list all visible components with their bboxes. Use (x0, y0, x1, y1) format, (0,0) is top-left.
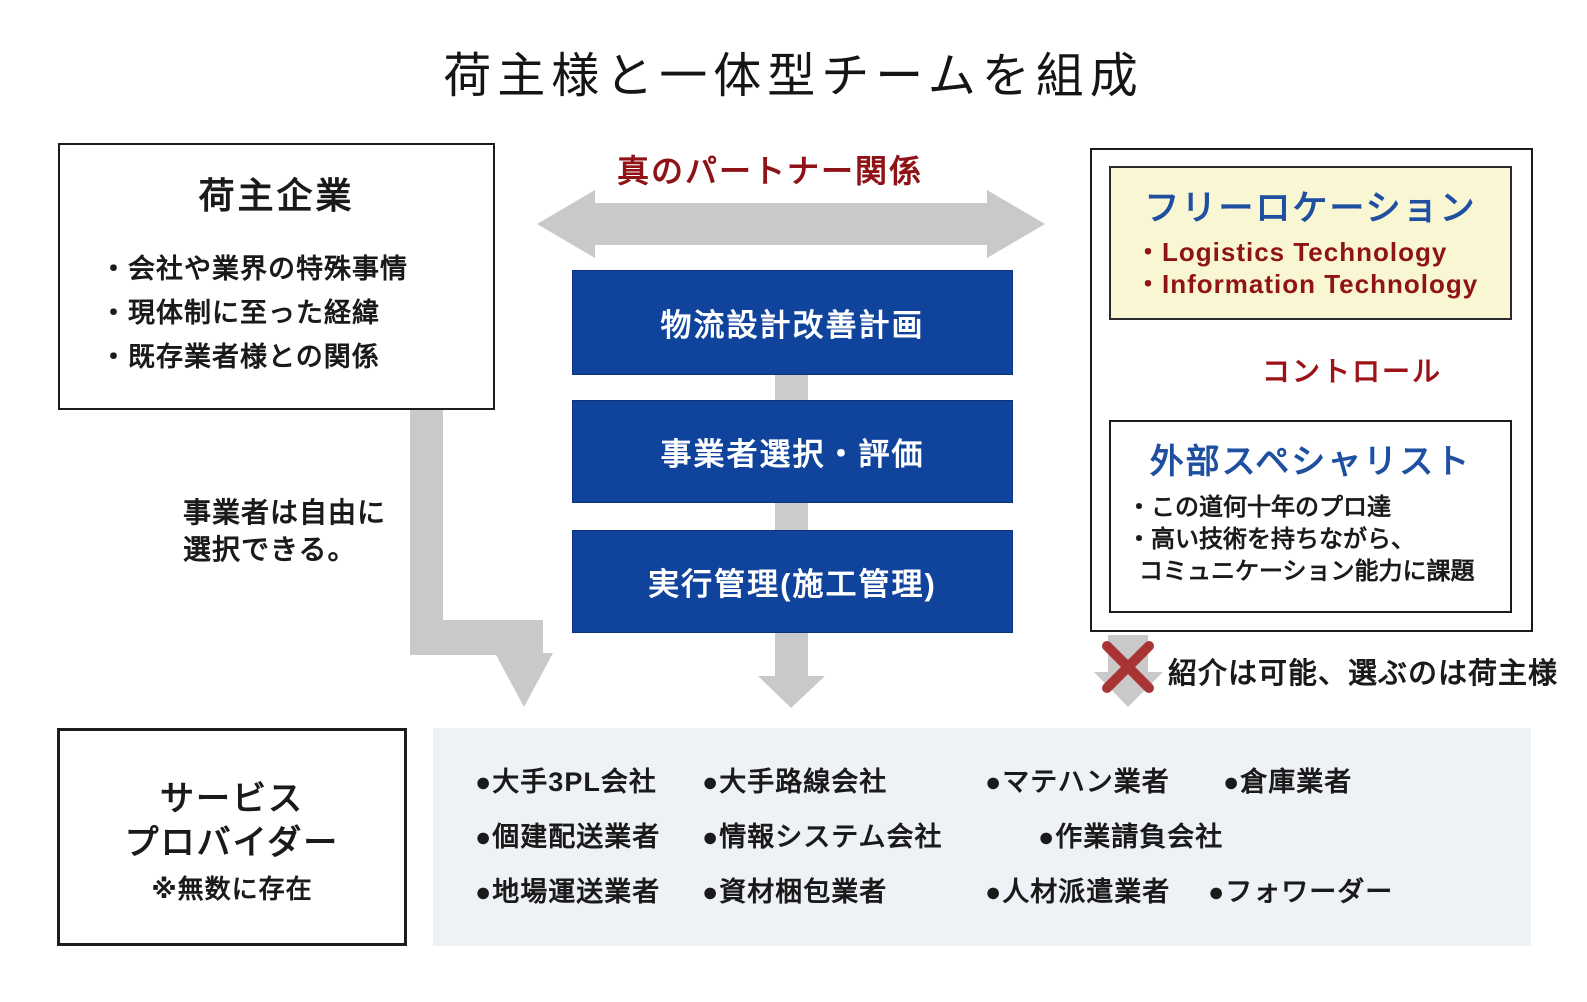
provider-item: ●マテハン業者 (985, 767, 1170, 797)
providers-panel: ●大手3PL会社 ●大手路線会社 ●マテハン業者 ●倉庫業者 ●個建配送業者 ●… (433, 728, 1531, 946)
service-provider-name: サービス プロバイダー (60, 777, 404, 865)
provider-item: ●フォワーダー (1208, 877, 1394, 907)
process-connector-icon (775, 503, 808, 530)
shipper-box: 荷主企業 ・会社や業界の特殊事情 ・現体制に至った経緯 ・既存業者様との関係 (58, 143, 495, 410)
shipper-bullet: ・会社や業界の特殊事情 (100, 254, 408, 284)
referral-note: 紹介は可能、選ぶのは荷主様 (1168, 658, 1559, 690)
free-choice-line: 選択できる。 (183, 534, 357, 565)
provider-item: ●人材派遣業者 (985, 877, 1171, 907)
process-connector-icon (775, 375, 808, 400)
free-location-bullet: ・Information Technology (1135, 269, 1479, 299)
shipper-box-title: 荷主企業 (198, 175, 355, 216)
free-location-title: フリーロケーション (1144, 189, 1477, 228)
shipper-bullet: ・現体制に至った経緯 (100, 298, 380, 328)
service-provider-box: サービス プロバイダー ※無数に存在 (57, 728, 407, 946)
referral-down-arrow-icon (1094, 635, 1163, 707)
service-provider-line: プロバイダー (124, 824, 340, 862)
free-choice-line: 事業者は自由に (183, 497, 387, 528)
partnership-double-arrow-icon (537, 190, 1045, 258)
specialist-box: 外部スペシャリスト ・この道何十年のプロ達 ・高い技術を持ちながら、 コミュニケ… (1109, 420, 1512, 613)
free-choice-bent-arrow-icon (410, 410, 553, 707)
process-box-vendor-selection: 事業者選択・評価 (572, 400, 1013, 503)
specialist-title: 外部スペシャリスト (1149, 443, 1472, 481)
service-provider-line: サービス (160, 780, 304, 818)
shipper-box-bullets: ・会社や業界の特殊事情 ・現体制に至った経緯 ・既存業者様との関係 (100, 247, 408, 379)
provider-item: ●大手路線会社 (702, 767, 888, 797)
page-title: 荷主様と一体型チームを組成 (443, 50, 1144, 103)
free-location-box: フリーロケーション ・Logistics Technology ・Informa… (1109, 166, 1512, 320)
specialist-bullet: ・高い技術を持ちながら、 (1127, 526, 1415, 553)
free-location-bullets: ・Logistics Technology ・Information Techn… (1135, 236, 1478, 300)
specialist-bullets: ・この道何十年のプロ達 ・高い技術を持ちながら、 コミュニケーション能力に課題 (1127, 492, 1475, 588)
control-label: コントロール (1262, 356, 1443, 387)
provider-item: ●個建配送業者 (475, 822, 661, 852)
shipper-bullet: ・既存業者様との関係 (100, 342, 380, 372)
free-location-bullet: ・Logistics Technology (1135, 237, 1448, 267)
specialist-bullet: ・この道何十年のプロ達 (1127, 494, 1391, 521)
service-provider-note: ※無数に存在 (151, 874, 313, 904)
provider-item: ●倉庫業者 (1223, 767, 1353, 797)
provider-item: ●大手3PL会社 (475, 767, 657, 797)
process-down-arrow-icon (758, 633, 825, 708)
provider-item: ●地場運送業者 (475, 877, 661, 907)
provider-item: ●資材梱包業者 (702, 877, 888, 907)
x-mark-icon (1102, 641, 1154, 693)
specialist-bullet: コミュニケーション能力に課題 (1139, 558, 1475, 585)
provider-item: ●情報システム会社 (702, 822, 943, 852)
process-box-logistics-design: 物流設計改善計画 (572, 270, 1013, 375)
partnership-label: 真のパートナー関係 (616, 153, 923, 189)
provider-item: ●作業請負会社 (1038, 822, 1224, 852)
process-box-execution-management: 実行管理(施工管理) (572, 530, 1013, 633)
free-choice-note: 事業者は自由に 選択できる。 (183, 494, 386, 568)
